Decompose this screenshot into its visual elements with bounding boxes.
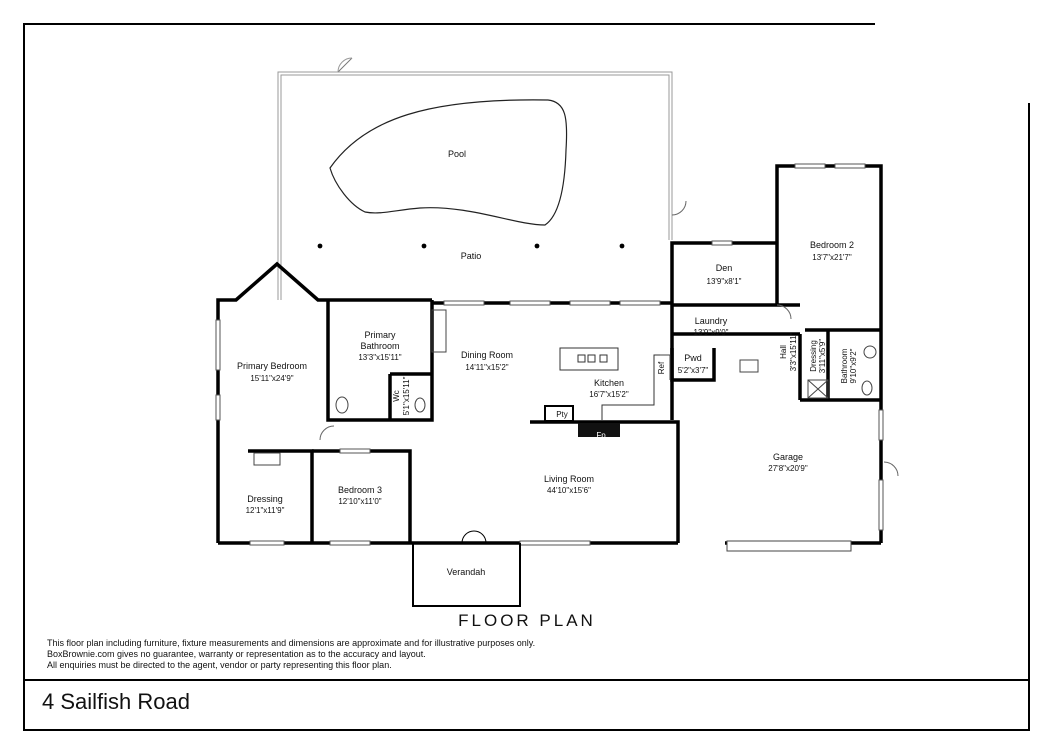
dims-bedroom-3: 12'10"x11'0" <box>338 497 381 506</box>
pool-shape <box>329 99 568 226</box>
dims-bedroom-2: 13'7"x21'7" <box>812 253 852 262</box>
label-dressing: Dressing <box>247 494 283 504</box>
dims-dining-room: 14'11"x15'2" <box>465 363 508 372</box>
label-hall: Hall <box>779 345 788 359</box>
windows <box>215 163 884 546</box>
dims-pwd: 5'2"x3'7" <box>678 366 709 375</box>
dims-garage: 27'8"x20'9" <box>768 464 808 473</box>
label-fp: Fp <box>596 431 606 440</box>
dims-dressing-small: 3'11"x5'9" <box>818 339 827 374</box>
dims-kitchen: 16'7"x15'2" <box>589 390 629 399</box>
page-frame <box>23 23 1030 731</box>
label-den: Den <box>716 263 733 273</box>
label-pty: Pty <box>556 410 568 419</box>
patio-outline <box>277 57 673 300</box>
disclaimer-line: This floor plan including furniture, fix… <box>47 638 536 648</box>
kitchen-island <box>559 347 619 371</box>
disclaimer-line: BoxBrownie.com gives no guarantee, warra… <box>47 649 426 659</box>
dims-den: 13'9"x8'1" <box>707 277 742 286</box>
label-primary-bathroom-1: Primary <box>365 330 396 340</box>
verandah-outline <box>412 530 521 607</box>
label-ref: Ref <box>657 361 666 374</box>
label-pool: Pool <box>448 149 466 159</box>
label-wc: Wc <box>392 390 401 402</box>
dims-dressing: 12'1"x11'9" <box>246 506 285 515</box>
dims-hall: 3'3"x15'11" <box>789 332 798 371</box>
dims-laundry: 13'9"x9'0" <box>694 328 729 337</box>
disclaimer-line: All enquiries must be directed to the ag… <box>47 660 392 670</box>
garage-door <box>726 540 852 552</box>
dims-wc: 5'1"x15'11" <box>402 376 411 415</box>
patio-posts <box>317 243 625 249</box>
dims-primary-bathroom: 13'3"x15'11" <box>358 353 401 362</box>
label-laundry: Laundry <box>695 316 728 326</box>
label-primary-bathroom-2: Bathroom <box>360 341 399 351</box>
fixtures <box>253 309 877 466</box>
label-dining-room: Dining Room <box>461 350 513 360</box>
label-pwd: Pwd <box>684 353 702 363</box>
label-primary-bedroom: Primary Bedroom <box>237 361 307 371</box>
dims-bathroom: 9'10"x9'2" <box>849 348 858 383</box>
dims-living-room: 44'10"x15'6" <box>547 486 591 495</box>
label-dressing-small: Dressing <box>809 340 818 372</box>
label-garage: Garage <box>773 452 803 462</box>
label-bathroom: Bathroom <box>840 348 849 383</box>
room-labels: Pool Patio Den 13'9"x8'1" Bedroom 2 13'7… <box>237 149 858 577</box>
door-swings <box>319 200 899 477</box>
label-patio: Patio <box>461 251 482 261</box>
label-bedroom-3: Bedroom 3 <box>338 485 382 495</box>
label-verandah: Verandah <box>447 567 486 577</box>
label-kitchen: Kitchen <box>594 378 624 388</box>
disclaimer: This floor plan including furniture, fix… <box>47 638 535 671</box>
fireplace <box>578 423 620 437</box>
pantry <box>544 405 574 422</box>
property-address: 4 Sailfish Road <box>42 689 190 714</box>
kitchen-counter <box>601 354 670 420</box>
floor-plan-title: FLOOR PLAN <box>458 611 596 630</box>
dims-primary-bedroom: 15'11"x24'9" <box>250 374 293 383</box>
label-living-room: Living Room <box>544 474 594 484</box>
label-bedroom-2: Bedroom 2 <box>810 240 854 250</box>
